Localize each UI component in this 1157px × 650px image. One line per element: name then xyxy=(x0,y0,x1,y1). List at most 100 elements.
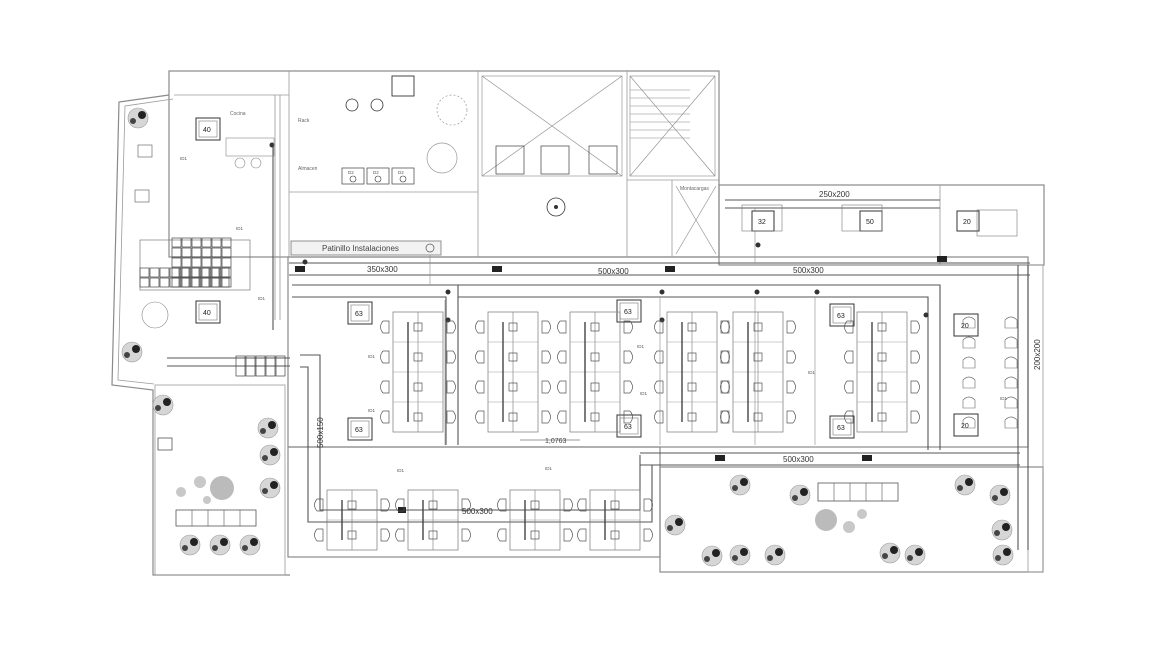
svg-text:D2: D2 xyxy=(398,170,404,175)
unit-63-b: 63 xyxy=(347,417,373,441)
floor-tiles xyxy=(139,237,286,377)
shrub-icon xyxy=(209,534,231,556)
shrub-icon xyxy=(904,544,926,566)
diffuser-tag: ID1 xyxy=(808,370,816,375)
duct-label-8: 500x300 xyxy=(783,455,814,464)
svg-text:40: 40 xyxy=(203,127,211,134)
duct-label-6: 500x150 xyxy=(316,417,325,448)
desk-cluster xyxy=(497,489,573,551)
unit-63-f: 63 xyxy=(829,415,855,439)
svg-text:D2: D2 xyxy=(373,170,379,175)
duct-network xyxy=(167,142,1030,550)
shrub-icon xyxy=(259,477,281,499)
furniture xyxy=(314,204,1018,551)
room-label-freight: Montacargas xyxy=(680,186,709,192)
diffuser-tag: ID1 xyxy=(397,468,405,473)
shaft-label: Patinillo Instalaciones xyxy=(322,244,399,253)
diffuser-tag: ID1 xyxy=(1000,396,1008,401)
diffuser-tag: ID1 xyxy=(368,408,376,413)
unit-63-d: 63 xyxy=(616,414,642,438)
svg-text:32: 32 xyxy=(758,219,766,226)
svg-text:40: 40 xyxy=(203,310,211,317)
duct-label-3: 500x300 xyxy=(793,266,824,275)
svg-text:63: 63 xyxy=(837,425,845,432)
shrub-icon xyxy=(729,474,751,496)
shrub-icon xyxy=(152,394,174,416)
duct-label-1: 350x300 xyxy=(367,265,398,274)
svg-text:20: 20 xyxy=(963,219,971,226)
shrub-icon xyxy=(879,542,901,564)
shrub-icon xyxy=(729,544,751,566)
installations-shaft: Patinillo Instalaciones xyxy=(290,240,442,256)
shrub-icon xyxy=(701,545,723,567)
terrace-planting xyxy=(121,107,1014,567)
shrub-icon xyxy=(989,484,1011,506)
desk-cluster xyxy=(395,489,471,551)
diffuser-tag: ID1 xyxy=(545,466,553,471)
shrub-icon xyxy=(954,474,976,496)
room-label-storage: Almacen xyxy=(298,166,318,172)
diffuser-tag: ID1 xyxy=(258,296,266,301)
unit-20-c: 20 xyxy=(953,413,979,437)
unit-40-kitchen: 40 xyxy=(195,117,221,141)
desk-cluster xyxy=(557,311,633,433)
unit-32: 32 xyxy=(751,210,775,232)
dimension-annotation: 1,0763 xyxy=(520,438,580,445)
shrub-icon xyxy=(664,514,686,536)
svg-text:20: 20 xyxy=(961,323,969,330)
diffuser-tag: ID1 xyxy=(180,156,188,161)
duct-labels: 350x300 500x300 500x300 250x200 200x200 … xyxy=(316,190,1042,516)
duct-label-4: 250x200 xyxy=(819,190,850,199)
shrub-icon xyxy=(789,484,811,506)
unit-d2-c: D2 xyxy=(391,167,415,185)
svg-text:63: 63 xyxy=(355,427,363,434)
shrub-icon xyxy=(239,534,261,556)
svg-text:20: 20 xyxy=(961,423,969,430)
unit-20-a: 20 xyxy=(956,210,980,232)
svg-text:63: 63 xyxy=(837,313,845,320)
shrub-icon xyxy=(257,417,279,439)
svg-text:D2: D2 xyxy=(348,170,354,175)
duct-label-7: 500x300 xyxy=(462,507,493,516)
desk-cluster xyxy=(844,311,920,433)
svg-text:63: 63 xyxy=(355,311,363,318)
desk-cluster xyxy=(314,489,390,551)
unit-d2-a: D2 xyxy=(341,167,365,185)
diffuser-tag: ID1 xyxy=(640,391,648,396)
unit-63-e: 63 xyxy=(829,303,855,327)
desk-cluster xyxy=(380,311,456,433)
duct-label-5: 200x200 xyxy=(1033,339,1042,370)
desk-cluster xyxy=(654,311,730,433)
unit-63-c: 63 xyxy=(616,299,642,323)
duct-label-2: 500x300 xyxy=(598,267,629,276)
diffuser-tag: ID1 xyxy=(368,354,376,359)
room-label-kitchen: Cocina xyxy=(230,111,246,117)
meeting-tables xyxy=(741,204,1018,429)
room-label-rack: Rack xyxy=(298,118,310,124)
shrub-icon xyxy=(259,444,281,466)
shrub-icon xyxy=(179,534,201,556)
unit-50: 50 xyxy=(859,210,883,232)
shrub-icon xyxy=(764,544,786,566)
desk-cluster xyxy=(475,311,551,433)
diffuser-tag: ID1 xyxy=(236,226,244,231)
unit-40-left: 40 xyxy=(195,300,221,324)
shrub-icon xyxy=(992,544,1014,566)
shrub-icon xyxy=(121,341,143,363)
desk-cluster xyxy=(577,489,653,551)
hvac-units: 40 40 63 63 63 63 63 63 32 50 20 20 20 D… xyxy=(195,75,980,441)
svg-text:63: 63 xyxy=(624,309,632,316)
building-walls xyxy=(111,70,1045,576)
kitchen-furniture xyxy=(134,137,275,329)
unit-20-b: 20 xyxy=(953,313,979,337)
svg-text:50: 50 xyxy=(866,219,874,226)
desk-cluster xyxy=(720,311,796,433)
dimension-value: 1,0763 xyxy=(545,438,567,445)
shrub-icon xyxy=(991,519,1013,541)
svg-text:63: 63 xyxy=(624,424,632,431)
unit-63-a: 63 xyxy=(347,301,373,325)
unit-d2-b: D2 xyxy=(366,167,390,185)
diffuser-tag: ID1 xyxy=(637,344,645,349)
